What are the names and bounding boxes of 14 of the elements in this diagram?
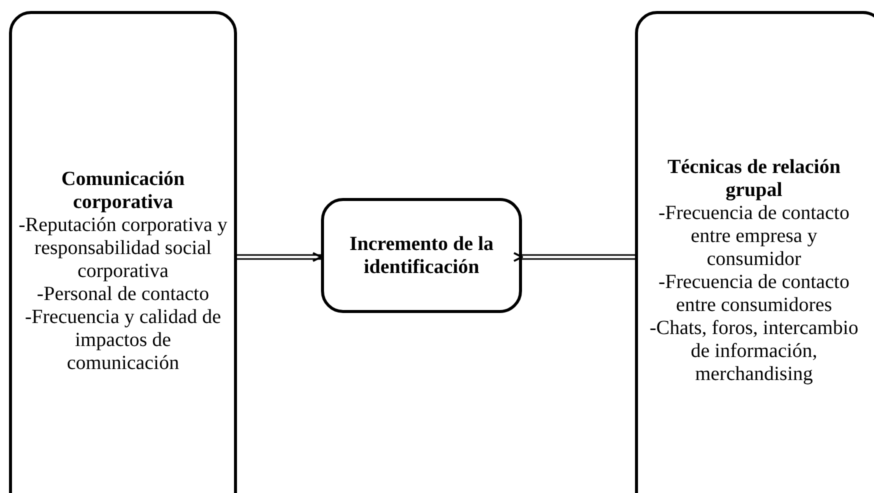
process-box — [321, 198, 522, 313]
box-item: -Personal de contacto — [36, 282, 210, 306]
box-item: -Chats, foros, intercambio de información, merchandising — [648, 317, 860, 386]
double-arrow — [514, 252, 636, 262]
box-heading: Técnicas de relación grupal — [666, 156, 842, 202]
box-item: -Frecuencia y calidad de impactos de comunicación — [24, 306, 222, 374]
box-item: -Frecuencia de contacto entre empresa y consumidor — [657, 202, 850, 271]
rounded-box — [635, 11, 874, 493]
rounded-box — [9, 11, 237, 493]
box-item: -Frecuencia de contacto entre consumidores — [657, 271, 850, 317]
double-arrow — [236, 252, 322, 262]
box-heading: Incremento de la identificación — [348, 232, 495, 278]
box-item: -Reputación corporativa y responsabilidad social corporativa — [18, 214, 228, 282]
box-heading: Comunicación corporativa — [60, 168, 186, 214]
